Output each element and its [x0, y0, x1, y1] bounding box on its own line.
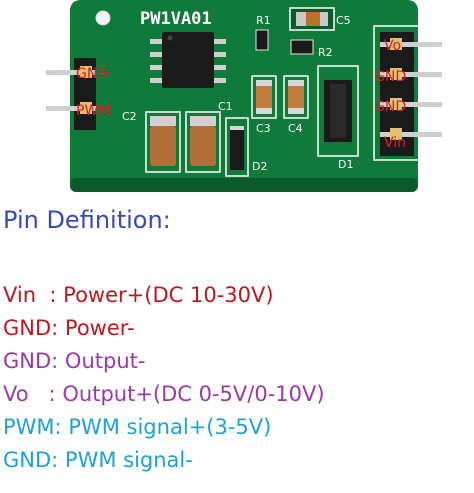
left-header-pads — [80, 66, 92, 114]
capacitor-c2-outline — [145, 111, 181, 173]
capacitor-c1 — [190, 126, 216, 166]
pin-separator: : — [51, 349, 65, 373]
pin-separator: : — [48, 382, 63, 406]
pcb-shadow — [70, 178, 418, 192]
board-title: PW1VA01 — [140, 9, 212, 29]
pin-name: Vo — [3, 382, 49, 406]
pin-line-vo: Vo : Output+(DC 0-5V/0-10V) — [3, 384, 325, 405]
ic-pin1-dot — [167, 35, 173, 41]
pin-line-gnd-power: GND: Power- — [3, 318, 135, 339]
label-c1: C1 — [218, 100, 233, 113]
right-header-pads — [390, 38, 402, 140]
capacitor-c4-outline — [283, 75, 309, 119]
label-c4: C4 — [288, 122, 303, 135]
label-r1: R1 — [256, 14, 271, 27]
pin-separator: : — [49, 283, 64, 307]
label-d2: D2 — [252, 160, 267, 173]
label-c5: C5 — [336, 14, 351, 27]
right-pin-label-vin: Vin — [384, 135, 406, 151]
c4-cap-top — [288, 80, 304, 86]
c2-cap-top — [150, 116, 176, 126]
pin-separator: : — [54, 415, 69, 439]
pin-description: Power- — [64, 316, 135, 340]
pin-description: Output+(DC 0-5V/0-10V) — [62, 382, 325, 406]
right-header-outline — [373, 25, 423, 161]
ic-pins-left — [150, 39, 162, 83]
pin-separator: : — [51, 448, 65, 472]
right-pin-label-vo: Vo — [384, 38, 401, 54]
diode-d2 — [230, 126, 244, 170]
capacitor-c3-outline — [251, 75, 277, 119]
c5-body — [306, 12, 320, 26]
capacitor-c1-outline — [185, 111, 221, 173]
c3-cap-bottom — [256, 108, 272, 114]
label-c3: C3 — [256, 122, 271, 135]
left-pin-label-gnd: GND — [76, 66, 108, 82]
capacitor-c2 — [150, 126, 176, 166]
pin-line-vin: Vin : Power+(DC 10-30V) — [3, 285, 274, 306]
module-photo: PW1VA01 R1 C5 R2 C3 C4 C1 C2 D2 — [46, 0, 442, 192]
mount-hole-icon — [95, 10, 111, 26]
capacitor-c4 — [288, 80, 304, 114]
resistor-r1 — [255, 29, 269, 51]
pin-name: GND — [3, 316, 52, 340]
pin-description: Output- — [64, 349, 146, 373]
d2-band — [230, 126, 244, 130]
pin-name: GND — [3, 349, 52, 373]
right-header-pins — [380, 42, 442, 137]
c1-cap-top — [190, 116, 216, 126]
pin-description: Power+(DC 10-30V) — [63, 283, 274, 307]
ic-pins-right — [214, 39, 226, 83]
left-pin-label-pwm: PWM — [76, 103, 110, 119]
label-c2: C2 — [122, 110, 137, 123]
right-pin-label-gnd-1: GND — [374, 69, 406, 85]
pin-name: Vin — [3, 283, 50, 307]
left-header-pins — [46, 70, 96, 111]
pin-description: PWM signal- — [64, 448, 193, 472]
diode-d2-outline — [225, 117, 249, 177]
pin-definition-heading: Pin Definition: — [3, 206, 171, 234]
ic-chip — [162, 32, 214, 88]
pin-name: GND — [3, 448, 52, 472]
right-pin-label-gnd-2: GND — [374, 99, 406, 115]
label-r2: R2 — [318, 46, 333, 59]
pin-line-pwm: PWM: PWM signal+(3-5V) — [3, 417, 271, 438]
d1-body — [330, 84, 346, 138]
pin-line-gnd-output: GND: Output- — [3, 351, 145, 372]
label-d1: D1 — [338, 158, 353, 171]
pin-description: PWM signal+(3-5V) — [68, 415, 272, 439]
pin-line-gnd-signal: GND: PWM signal- — [3, 450, 193, 471]
c4-cap-bottom — [288, 108, 304, 114]
c3-cap-top — [256, 80, 272, 86]
capacitor-c3 — [256, 80, 272, 114]
resistor-r2 — [290, 39, 314, 55]
pin-name: PWM — [3, 415, 55, 439]
pin-separator: : — [51, 316, 65, 340]
diode-d1-outline — [317, 65, 359, 157]
